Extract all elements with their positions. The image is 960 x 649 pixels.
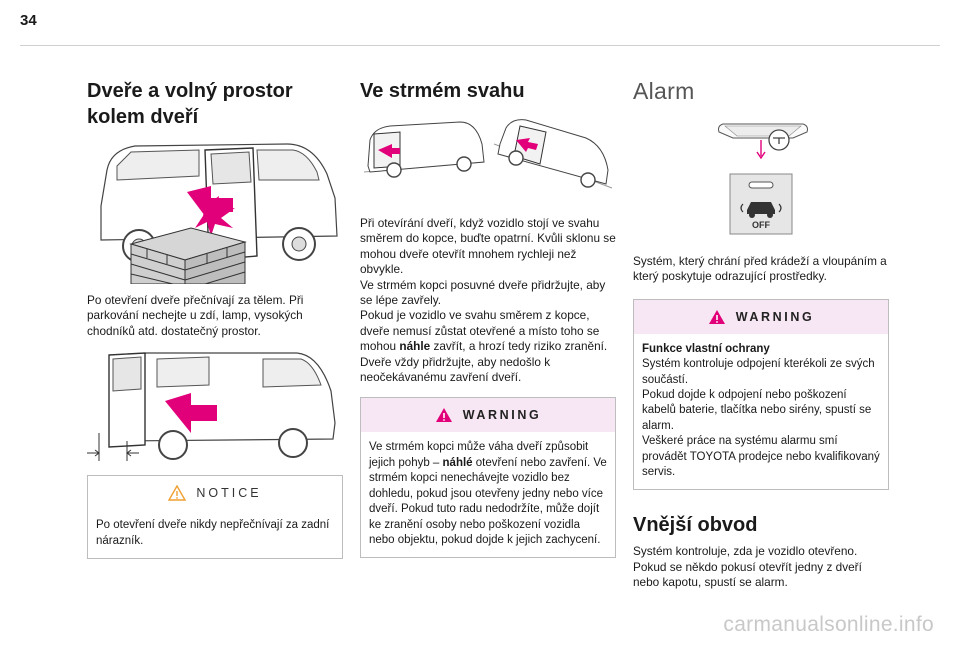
warning-triangle-icon — [708, 309, 725, 324]
paragraph: Po otevření dveře přečnívají za tělem. P… — [87, 293, 304, 338]
warning-heading: Funkce vlastní ochrany — [642, 342, 770, 355]
off-label: OFF — [752, 220, 770, 230]
warning-text-1: Systém kontroluje odpojení kterékoli ze … — [642, 358, 875, 386]
notice-box: NOTICE Po otevření dveře nikdy nepřečnív… — [87, 475, 343, 560]
warning-text-bold: náhlé — [442, 456, 473, 469]
warning-text-2: Pokud dojde k odpojení nebo poškození ka… — [642, 389, 872, 432]
top-divider — [20, 45, 940, 46]
warning-text-3: Veškeré práce na systému alarmu smí prov… — [642, 435, 880, 479]
van-uphill — [363, 121, 485, 178]
paragraph-3: Pokud je vozidlo ve svahu směrem z kopce… — [360, 308, 616, 385]
watermark: carmanualsonline.info — [723, 613, 934, 636]
van-door-clearance-illustration — [87, 352, 336, 462]
brick-wall — [129, 227, 247, 284]
warning-box: WARNING Funkce vlastní ochrany Systém ko… — [633, 298, 889, 491]
section-title: Dveře a volný prostor kolem dveří — [87, 80, 293, 128]
alarm-off-button-icon: OFF — [729, 173, 793, 235]
warning-text: Ve strmém kopci může váha dveří způsobit… — [369, 440, 607, 548]
paragraph-1: Při otevírání dveří, když vozidlo stojí … — [360, 216, 616, 277]
column-alarm: Alarm OFF Systém, který chrání před krád… — [633, 78, 889, 591]
warning-box: WARNING Ve strmém kopci může váha dveří … — [360, 397, 616, 559]
column-steep-slope: Ve strmém svahu Při otevírání dveří, kdy… — [360, 78, 616, 559]
paragraph-2: Ve strmém kopci posuvné dveře přidržujte… — [360, 277, 606, 308]
page-number: 34 — [20, 12, 37, 29]
warning-label: WARNING — [735, 309, 815, 324]
van-downhill — [493, 119, 613, 189]
notice-label: NOTICE — [196, 486, 262, 501]
paragraph: Systém, který chrání před krádeží a vlou… — [633, 254, 887, 284]
paragraph-3-end: zavřít, a hrozí tedy riziko zranění. Dve… — [360, 339, 608, 385]
van-slope-illustration — [363, 119, 613, 189]
notice-header: NOTICE — [88, 476, 342, 511]
slope-paragraphs: Při otevírání dveří, když vozidlo stojí … — [360, 216, 616, 385]
van-side-wall-illustration — [100, 143, 338, 284]
notice-body: Po otevření dveře nikdy nepřečnívají za … — [88, 510, 342, 558]
warning-text-start: Ve strmém kopci může váha dveří způsobit… — [369, 441, 589, 469]
section-title: Alarm — [633, 78, 695, 104]
warning-label: WARNING — [462, 408, 542, 423]
warning-body: Funkce vlastní ochrany Systém kontroluje… — [634, 334, 888, 490]
warning-text-end: otevření nebo zavření. Ve strmém kopci n… — [369, 456, 607, 546]
warning-header: WARNING — [634, 299, 888, 334]
section-title: Ve strmém svahu — [360, 80, 525, 102]
caution-triangle-icon — [168, 485, 187, 501]
paragraph-3-start: Pokud je vozidlo ve svahu směrem z kopce… — [360, 308, 600, 354]
notice-text: Po otevření dveře nikdy nepřečnívají za … — [96, 519, 330, 547]
warning-body: Ve strmém kopci může váha dveří způsobit… — [361, 432, 615, 557]
ceiling-console-illustration — [718, 123, 808, 160]
paragraph-2: Systém kontroluje, zda je vozidlo otevře… — [633, 544, 862, 590]
subsection-title: Vnější obvod — [633, 514, 758, 537]
paragraph-3-bold: náhle — [399, 339, 431, 354]
warning-triangle-icon — [435, 408, 452, 423]
warning-header: WARNING — [361, 398, 615, 433]
column-doors-clearance: Dveře a volný prostor kolem dveří Po ote… — [87, 78, 343, 560]
